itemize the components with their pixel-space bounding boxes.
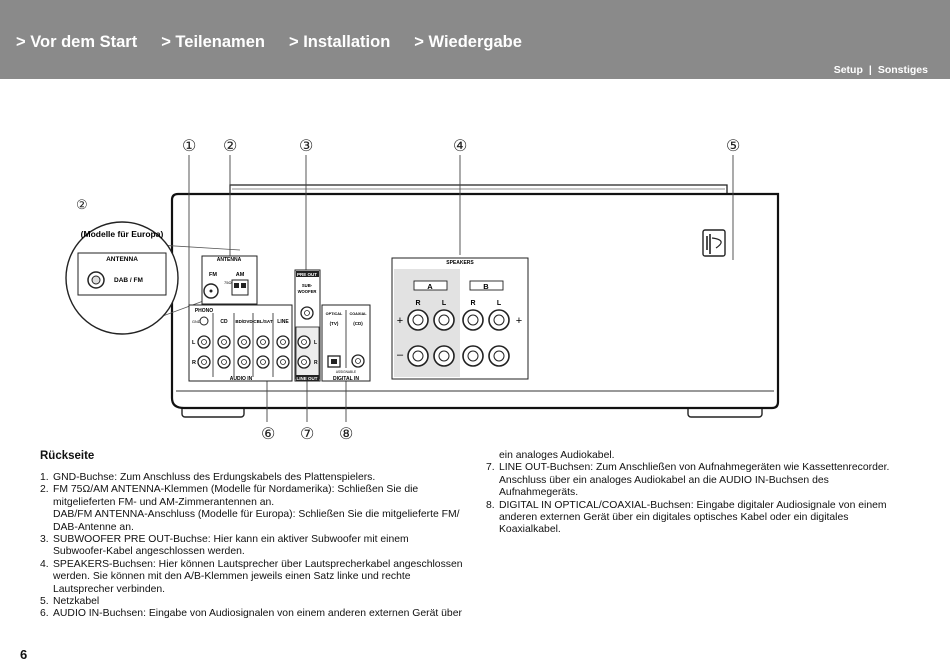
item-text: Aufnahmegeräts. — [499, 487, 579, 499]
list-item: 5. Netzkabel — [40, 596, 480, 608]
item-text: Subwoofer-Kabel angeschlossen werden. — [53, 546, 245, 558]
item-number: 3. — [40, 534, 49, 546]
nav-vor-dem-start[interactable]: > Vor dem Start — [16, 33, 138, 51]
subnav-separator: | — [868, 64, 872, 76]
subnav-setup[interactable]: Setup — [833, 64, 863, 76]
item-text: SUBWOOFER PRE OUT-Buchse: Hier kann ein … — [53, 534, 409, 546]
tv-label: (TV) — [330, 321, 339, 326]
item-number: 8. — [486, 499, 495, 511]
audio-in-label: AUDIO IN — [230, 376, 253, 382]
pre-out-label: PRE OUT — [297, 272, 317, 277]
audioin-l-label: L — [192, 340, 196, 346]
section-title-rueckseite: Rückseite — [40, 450, 95, 462]
list-item: 1. GND-Buchse: Zum Anschluss des Erdungs… — [40, 472, 480, 484]
nav-teilenamen[interactable]: > Teilenamen — [161, 33, 265, 51]
item-text: werden. Sie können mit den A/B-Klemmen j… — [53, 571, 411, 583]
sub-navigation: Setup | Sonstiges — [834, 64, 928, 76]
item-text: FM 75Ω/AM ANTENNA-Klemmen (Modelle für N… — [53, 484, 419, 496]
description-right-column: ein analoges Audiokabel. 7. LINE OUT-Buc… — [486, 450, 906, 537]
am-label: AM — [236, 272, 245, 278]
coaxial-label: COAXIAL — [349, 312, 367, 316]
cd-digital-label: (CD) — [353, 321, 363, 326]
item-text: DAB-Antenne an. — [53, 521, 134, 533]
bddvd-label: BD/DVD — [235, 319, 253, 324]
line-label: LINE — [277, 319, 289, 325]
item-number: 6. — [40, 608, 49, 620]
item-text: DIGITAL IN OPTICAL/COAXIAL-Buchsen: Eing… — [499, 499, 887, 511]
list-item: 8. DIGITAL IN OPTICAL/COAXIAL-Buchsen: E… — [486, 500, 906, 537]
spk-plus-right: + — [516, 315, 522, 327]
europe-models-label: (Modelle für Europa) — [81, 229, 164, 239]
europe-dabfm-label: DAB / FM — [114, 277, 143, 284]
callout-3: ③ — [299, 138, 313, 155]
item-text: Anschluss über ein analoges Audiokabel a… — [499, 474, 829, 486]
item-text: anderen externen Gerät über ein digitale… — [499, 512, 849, 524]
nav-installation[interactable]: > Installation — [288, 33, 391, 51]
list-item: 2. FM 75Ω/AM ANTENNA-Klemmen (Modelle fü… — [40, 484, 480, 534]
subwoofer-label-1: SUB- — [302, 283, 313, 288]
item-text: Netzkabel — [53, 596, 100, 608]
subnav-sonstiges[interactable]: Sonstiges — [877, 64, 928, 76]
gnd-label: GND — [192, 320, 201, 324]
item-text: DAB/FM ANTENNA-Anschluss (Modelle für Eu… — [53, 509, 460, 521]
callout-2-europe: ② — [76, 197, 88, 212]
speaker-a-label: A — [427, 282, 433, 291]
list-item: 7. LINE OUT-Buchsen: Zum Anschließen von… — [486, 462, 906, 499]
top-navigation: > Vor dem Start > Teilenamen > Installat… — [16, 33, 522, 52]
description-left-column: 1. GND-Buchse: Zum Anschluss des Erdungs… — [40, 472, 480, 621]
spk-a-l-label: L — [442, 300, 447, 307]
nav-wiedergabe[interactable]: > Wiedergabe — [414, 33, 522, 51]
speakers-label: SPEAKERS — [446, 260, 474, 266]
item-number: 2. — [40, 484, 49, 496]
subwoofer-label-2: WOOFER — [298, 289, 317, 294]
callout-6: ⑥ — [261, 426, 275, 443]
item-text: mitgelieferten FM- und AM-Zimmerantennen… — [53, 496, 275, 508]
lineout-r-label: R — [314, 360, 318, 366]
callout-2: ② — [223, 138, 237, 155]
item-number: 1. — [40, 472, 49, 483]
line-out-label: LINE OUT — [297, 376, 318, 381]
item-text: GND-Buchse: Zum Anschluss des Erdungskab… — [53, 472, 376, 483]
item-text: Lautsprecher verbinden. — [53, 583, 166, 595]
ohm-label: 75Ω — [224, 280, 231, 285]
item-number: 4. — [40, 558, 49, 570]
callout-5: ⑤ — [726, 138, 740, 155]
callout-4: ④ — [453, 138, 467, 155]
list-item: 3. SUBWOOFER PRE OUT-Buchse: Hier kann e… — [40, 534, 480, 559]
item-text: LINE OUT-Buchsen: Zum Anschließen von Au… — [499, 462, 890, 474]
header-bar: > Vor dem Start > Teilenamen > Installat… — [0, 0, 950, 79]
optical-label: OPTICAL — [326, 312, 343, 316]
item-text: Koaxialkabel. — [499, 524, 561, 536]
audioin-r-label: R — [192, 360, 196, 366]
item-continuation-text: ein analoges Audiokabel. — [499, 450, 615, 461]
antenna-label: ANTENNA — [217, 257, 242, 263]
assignable-label: ASSIGNABLE — [336, 370, 356, 374]
spk-a-r-label: R — [415, 300, 420, 307]
digital-in-label: DIGITAL IN — [333, 376, 359, 382]
callout-1: ① — [182, 138, 196, 155]
page-number: 6 — [20, 647, 28, 662]
item-text: AUDIO IN-Buchsen: Eingabe von Audiosigna… — [53, 608, 462, 620]
cblsat-label: CBL/SAT — [253, 319, 272, 324]
item-text: SPEAKERS-Buchsen: Hier können Lautsprech… — [53, 558, 463, 570]
europe-antenna-label: ANTENNA — [106, 256, 138, 263]
speaker-b-label: B — [483, 282, 489, 291]
phono-label: PHONO — [195, 308, 213, 314]
lineout-l-label: L — [314, 340, 317, 346]
spk-b-l-label: L — [497, 300, 502, 307]
fm-label: FM — [209, 272, 217, 278]
callout-7: ⑦ — [300, 426, 314, 443]
item-number: 5. — [40, 596, 49, 608]
cd-label: CD — [220, 319, 228, 325]
power-cord-icon — [702, 229, 726, 257]
item-number: 7. — [486, 462, 495, 474]
spk-plus-left: + — [397, 315, 403, 327]
callout-8: ⑧ — [339, 426, 353, 443]
spk-minus-left: – — [397, 349, 404, 361]
list-item: 4. SPEAKERS-Buchsen: Hier können Lautspr… — [40, 559, 480, 596]
list-item: 6. AUDIO IN-Buchsen: Eingabe von Audiosi… — [40, 608, 480, 620]
rear-panel-diagram: ② (Modelle für Europa) ANTENNA DAB / FM … — [65, 138, 780, 443]
spk-b-r-label: R — [470, 300, 475, 307]
